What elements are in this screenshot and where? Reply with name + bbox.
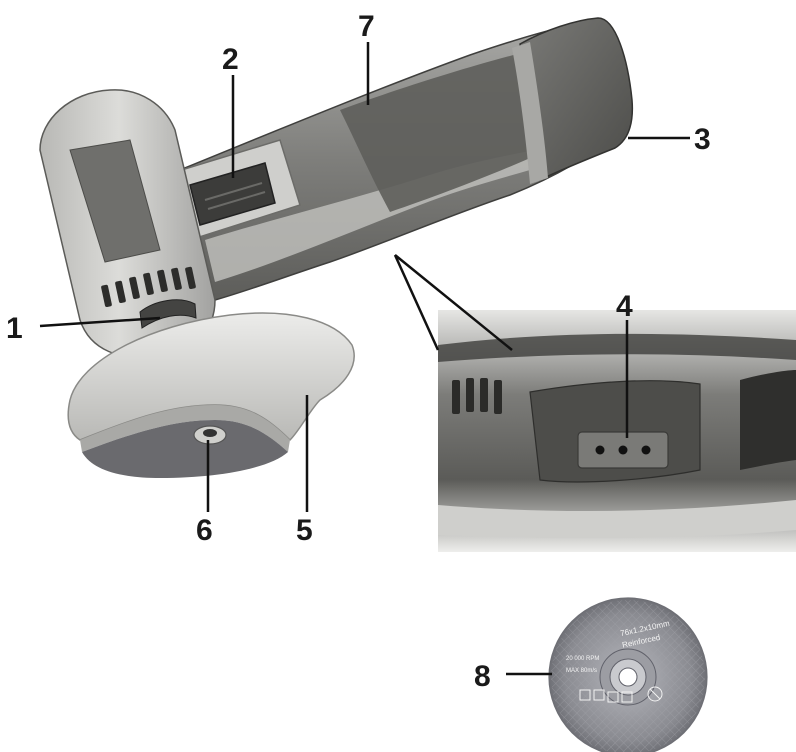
spare-cutting-disc: 76x1.2x10mm Reinforced 20 000 RPM MAX 80… <box>548 597 708 752</box>
inset-vents <box>452 378 502 414</box>
callout-1: 1 <box>6 312 23 345</box>
callout-8: 8 <box>474 660 491 693</box>
slide-switch <box>189 162 276 226</box>
disc-safety-symbols <box>579 686 663 703</box>
guard-rim <box>80 405 290 452</box>
callout-4: 4 <box>616 290 633 323</box>
callout-2: 2 <box>222 43 239 76</box>
inset-battery-indicator <box>438 310 796 552</box>
grinder-illustration <box>39 17 634 478</box>
head-window <box>69 139 161 263</box>
handle-side-trim <box>205 138 600 282</box>
grip-panel <box>340 52 548 212</box>
battery-ring <box>512 42 548 184</box>
zoom-line-right <box>394 254 513 351</box>
cutting-disc-mounted <box>82 420 288 478</box>
callout-3: 3 <box>694 123 711 156</box>
leader-lines <box>39 42 690 676</box>
zoom-line-left <box>393 254 440 351</box>
spindle-lock-button <box>139 299 197 329</box>
disc-print-line4: MAX 80m/s <box>566 668 597 674</box>
callout-7: 7 <box>358 10 375 43</box>
callout-labels: 1 2 3 4 5 6 7 8 <box>6 10 711 693</box>
led-3 <box>641 445 651 455</box>
led-2 <box>618 445 628 455</box>
callout-5: 5 <box>296 514 313 547</box>
leader-line-1 <box>39 316 161 328</box>
callout-6: 6 <box>196 514 213 547</box>
air-vents <box>101 266 196 308</box>
led-indicator <box>577 431 669 469</box>
disc-print-line3: 20 000 RPM <box>566 656 599 662</box>
led-1 <box>595 445 605 455</box>
spindle-flange-nut <box>193 425 227 445</box>
